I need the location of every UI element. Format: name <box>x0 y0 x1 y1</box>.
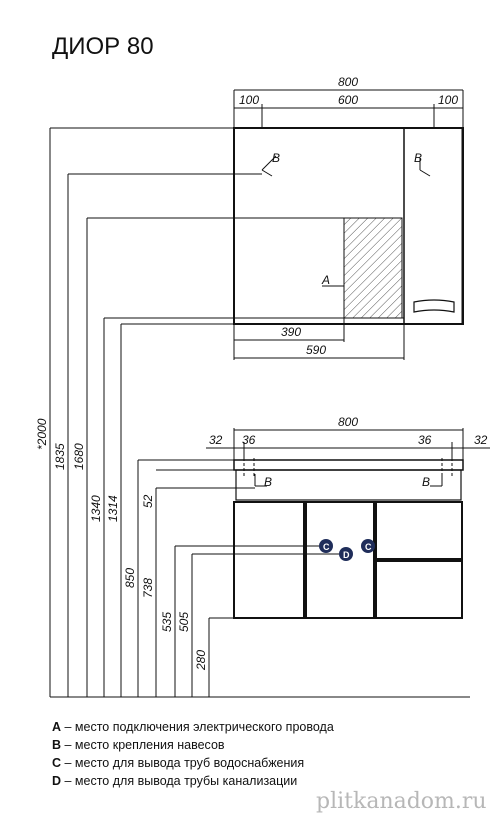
height-738: 738 <box>141 578 155 598</box>
badge-c-left-label: C <box>323 542 330 552</box>
mirror-label-a: A <box>321 273 330 287</box>
legend-text: – место для вывода трубы канализации <box>61 774 298 788</box>
legend: A – место подключения электрического про… <box>52 718 334 790</box>
legend-key: B <box>52 738 62 752</box>
height-1314: 1314 <box>106 495 120 522</box>
height-1835: 1835 <box>53 443 67 470</box>
page-title: ДИОР 80 <box>52 33 154 60</box>
height-505: 505 <box>177 612 191 632</box>
legend-text: – место подключения электрического прово… <box>61 720 334 734</box>
legend-key: C <box>52 756 62 770</box>
legend-item-d: D – место для вывода трубы канализации <box>52 772 334 790</box>
legend-item-b: B – место крепления навесов <box>52 736 334 754</box>
legend-text: – место для вывода труб водоснабжения <box>61 756 305 770</box>
height-2000: *2000 <box>35 418 49 450</box>
vanity-label-b-right: B <box>422 475 430 489</box>
badge-d <box>339 547 353 561</box>
mirror-width-total: 800 <box>338 75 358 89</box>
legend-key: D <box>52 774 62 788</box>
mirror-width-mid: 600 <box>338 93 358 107</box>
legend-item-c: C – место для вывода труб водоснабжения <box>52 754 334 772</box>
mirror-cabinet-markers <box>261 155 431 287</box>
legend-key: A <box>52 720 62 734</box>
mirror-width-left: 100 <box>239 93 259 107</box>
mirror-shelf-width: 390 <box>281 325 301 339</box>
vanity-markers <box>243 458 453 487</box>
height-1340: 1340 <box>89 495 103 522</box>
legend-text: – место крепления навесов <box>61 738 225 752</box>
badge-d-label: D <box>343 550 350 560</box>
mirror-lower-width: 590 <box>306 343 326 357</box>
vanity-inset-left: 36 <box>242 433 256 447</box>
legend-item-a: A – место подключения электрического про… <box>52 718 334 736</box>
vanity-label-b-left: B <box>264 475 272 489</box>
badge-c-left <box>319 539 333 553</box>
height-dimension-lines <box>49 127 470 698</box>
height-52: 52 <box>141 494 155 508</box>
vanity-top-dimensions <box>206 428 490 460</box>
vanity-inset-right: 36 <box>418 433 432 447</box>
vanity-edge-left: 32 <box>209 433 223 447</box>
height-535: 535 <box>160 612 174 632</box>
vanity-unit <box>233 459 464 619</box>
watermark: plitkanadom.ru <box>316 789 487 814</box>
badge-c-right <box>361 539 375 553</box>
mirror-width-right: 100 <box>438 93 458 107</box>
mirror-top-dimensions <box>233 89 464 128</box>
mirror-bottom-dimensions <box>233 318 405 360</box>
height-1680: 1680 <box>72 443 86 470</box>
mirror-cabinet <box>233 127 464 325</box>
vanity-width-total: 800 <box>338 415 358 429</box>
mirror-label-b-right: B <box>414 151 422 165</box>
vanity-edge-right: 32 <box>474 433 488 447</box>
vanity-badges <box>319 539 375 561</box>
mirror-label-b-left: B <box>272 151 280 165</box>
height-850: 850 <box>123 568 137 588</box>
height-280: 280 <box>194 650 208 671</box>
badge-c-right-label: C <box>365 542 372 552</box>
